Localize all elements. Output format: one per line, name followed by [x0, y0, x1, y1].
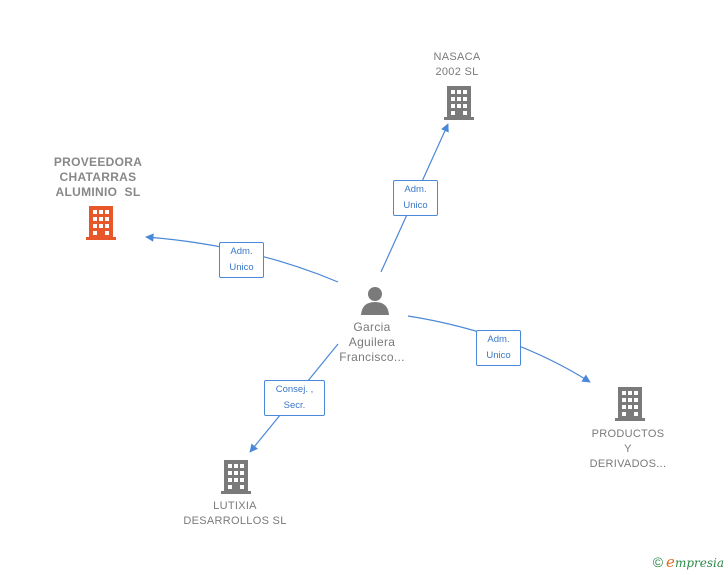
- node-label-nasaca[interactable]: NASACA 2002 SL: [433, 51, 481, 78]
- copyright-icon: ©: [652, 554, 664, 570]
- node-label-lutixia[interactable]: LUTIXIA DESARROLLOS SL: [183, 500, 287, 527]
- node-label-proveedora[interactable]: PROVEEDORA CHATARRAS ALUMINIO SL: [53, 155, 143, 199]
- edge-label-to-nasaca: Adm. Unico: [393, 180, 438, 216]
- person-icon[interactable]: [359, 285, 391, 315]
- node-label-productos[interactable]: PRODUCTOS Y DERIVADOS...: [589, 428, 667, 470]
- building-icon[interactable]: [220, 459, 252, 495]
- node-label-person[interactable]: Garcia Aguilera Francisco...: [339, 320, 405, 364]
- empresia-logo[interactable]: ©empresia: [652, 553, 724, 571]
- building-icon[interactable]: [443, 85, 475, 121]
- edge-label-to-productos: Adm. Unico: [476, 330, 521, 366]
- edge-label-to-lutixia: Consej. , Secr.: [264, 380, 325, 416]
- building-icon[interactable]: [614, 386, 646, 422]
- edge-label-to-proveedora: Adm. Unico: [219, 242, 264, 278]
- building-icon[interactable]: [85, 205, 117, 241]
